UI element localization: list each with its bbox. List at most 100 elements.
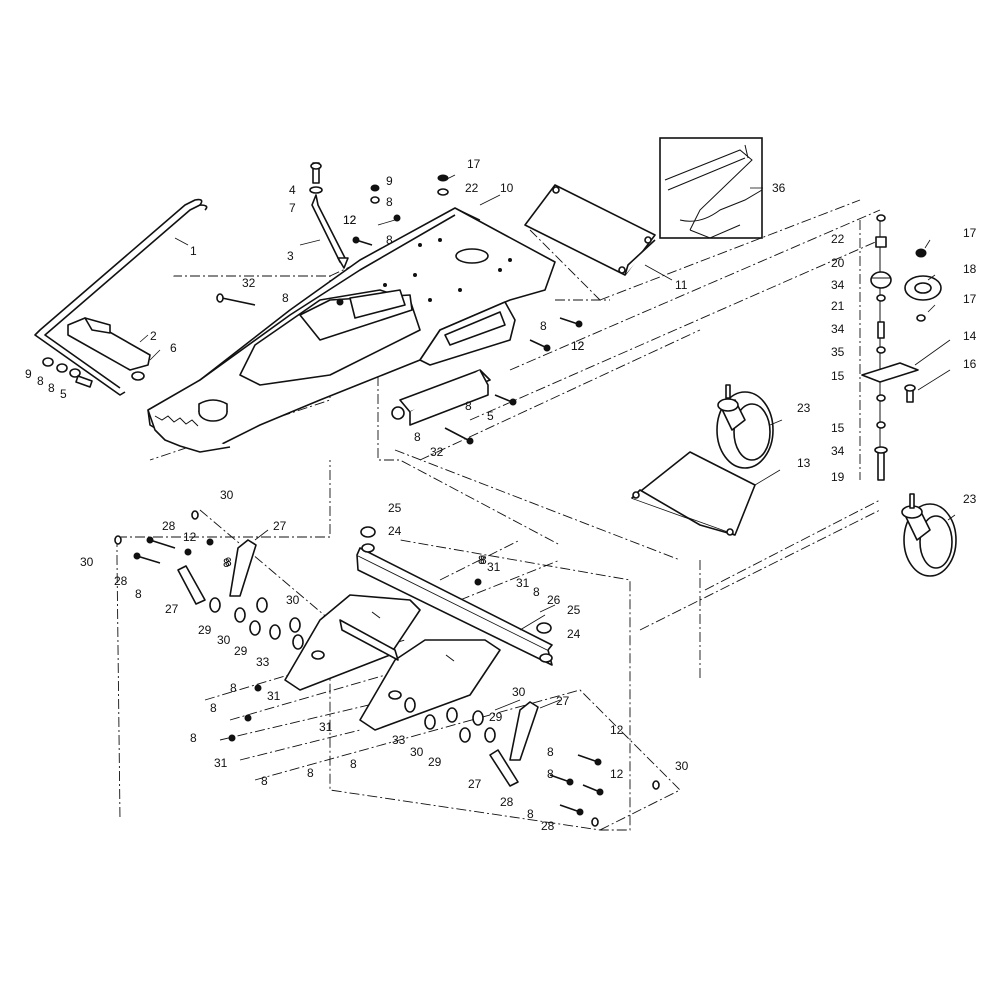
label-8-g: 8 bbox=[414, 430, 421, 444]
label-12-d: 12 bbox=[610, 723, 624, 737]
fasteners-top-center bbox=[216, 174, 449, 306]
label-8-t: 8 bbox=[225, 555, 232, 569]
label-31-d: 31 bbox=[319, 720, 333, 734]
label-31-c: 31 bbox=[267, 689, 281, 703]
label-8-d: 8 bbox=[282, 291, 289, 305]
label-30-f: 30 bbox=[410, 745, 424, 759]
label-29-b: 29 bbox=[234, 644, 248, 658]
label-25-b: 25 bbox=[567, 603, 581, 617]
label-29-d: 29 bbox=[428, 755, 442, 769]
label-23-a: 23 bbox=[797, 401, 811, 415]
label-28-d: 28 bbox=[541, 819, 555, 833]
label-5: 5 bbox=[60, 387, 67, 401]
label-29-c: 29 bbox=[489, 710, 503, 724]
label-5-b: 5 bbox=[487, 409, 494, 423]
part-33-side-plates bbox=[284, 594, 501, 731]
label-8-p: 8 bbox=[307, 766, 314, 780]
label-33-a: 33 bbox=[256, 655, 270, 669]
label-12-a: 12 bbox=[343, 213, 357, 227]
label-17-b: 17 bbox=[963, 226, 977, 240]
label-34-a: 34 bbox=[831, 278, 845, 292]
label-8-r: 8 bbox=[547, 745, 554, 759]
label-8-i: 8 bbox=[223, 556, 230, 570]
label-6: 6 bbox=[170, 341, 177, 355]
label-28-b: 28 bbox=[114, 574, 128, 588]
label-35: 35 bbox=[831, 345, 845, 359]
label-12-b: 12 bbox=[571, 339, 585, 353]
label-12-f: 12 bbox=[343, 213, 357, 227]
label-8-m: 8 bbox=[210, 701, 217, 715]
label-15-a: 15 bbox=[831, 369, 845, 383]
label-24-a: 24 bbox=[388, 524, 402, 538]
part-27-arms bbox=[177, 539, 539, 787]
label-19: 19 bbox=[831, 470, 845, 484]
label-21: 21 bbox=[831, 299, 845, 313]
label-34-b: 34 bbox=[831, 322, 845, 336]
label-8-l: 8 bbox=[230, 681, 237, 695]
part-11-plate bbox=[524, 184, 656, 276]
label-8-w: 8 bbox=[480, 553, 487, 567]
label-8-q: 8 bbox=[350, 757, 357, 771]
shaft-assembly-center bbox=[391, 369, 491, 426]
label-23-b: 23 bbox=[963, 492, 977, 506]
part-23-caster-upper bbox=[716, 384, 774, 469]
label-8-k: 8 bbox=[533, 585, 540, 599]
label-25-a: 25 bbox=[388, 501, 402, 515]
label-32-a: 32 bbox=[242, 276, 256, 290]
label-14: 14 bbox=[963, 329, 977, 343]
label-31-a: 31 bbox=[487, 560, 501, 574]
label-18: 18 bbox=[963, 262, 977, 276]
label-13: 13 bbox=[797, 456, 811, 470]
label-8-u: 8 bbox=[386, 233, 393, 247]
label-8-j: 8 bbox=[478, 553, 485, 567]
label-20: 20 bbox=[831, 256, 845, 270]
label-27-b: 27 bbox=[165, 602, 179, 616]
label-26: 26 bbox=[547, 593, 561, 607]
leader-lines bbox=[139, 174, 956, 711]
label-30-g: 30 bbox=[675, 759, 689, 773]
label-15-b: 15 bbox=[831, 421, 845, 435]
spacer-rows bbox=[209, 597, 496, 743]
label-36: 36 bbox=[772, 181, 786, 195]
label-8-a: 8 bbox=[37, 374, 44, 388]
label-30-d: 30 bbox=[217, 633, 231, 647]
label-22-b: 22 bbox=[831, 232, 845, 246]
label-29-a: 29 bbox=[198, 623, 212, 637]
label-8-c: 8 bbox=[386, 195, 393, 209]
label-27-c: 27 bbox=[556, 694, 570, 708]
label-7: 7 bbox=[289, 201, 296, 215]
label-8-f: 8 bbox=[465, 399, 472, 413]
label-28-c: 28 bbox=[500, 795, 514, 809]
label-8-v: 8 bbox=[547, 767, 554, 781]
label-8-e: 8 bbox=[540, 319, 547, 333]
label-30-b: 30 bbox=[80, 555, 94, 569]
label-30-c: 30 bbox=[286, 593, 300, 607]
label-30-e: 30 bbox=[512, 685, 526, 699]
label-12-c: 12 bbox=[183, 530, 197, 544]
label-4: 4 bbox=[289, 183, 296, 197]
label-8-h: 8 bbox=[135, 587, 142, 601]
label-8-s: 8 bbox=[527, 807, 534, 821]
label-27-d: 27 bbox=[468, 777, 482, 791]
part-number-labels: 1 2 3 4 5 6 7 8 8 8 9 9 10 11 12 12 13 1… bbox=[25, 157, 977, 833]
label-31-b: 31 bbox=[516, 576, 530, 590]
label-9-b: 9 bbox=[386, 174, 393, 188]
hardware-left-group bbox=[42, 357, 93, 388]
label-1: 1 bbox=[190, 244, 197, 258]
label-8-n: 8 bbox=[190, 731, 197, 745]
label-34-c: 34 bbox=[831, 444, 845, 458]
part-36-inset-detail bbox=[659, 137, 763, 239]
part-3-lever bbox=[309, 162, 349, 269]
label-10: 10 bbox=[500, 181, 514, 195]
label-28-a: 28 bbox=[162, 519, 176, 533]
bolts-lower bbox=[114, 510, 660, 827]
part-26-crossbar bbox=[356, 526, 553, 666]
label-9-a: 9 bbox=[25, 367, 32, 381]
label-31-e: 31 bbox=[214, 756, 228, 770]
part-10-main-frame bbox=[147, 207, 556, 453]
fasteners-frame-right bbox=[444, 317, 583, 445]
label-17-a: 17 bbox=[467, 157, 481, 171]
part-23-caster-lower bbox=[901, 493, 957, 577]
